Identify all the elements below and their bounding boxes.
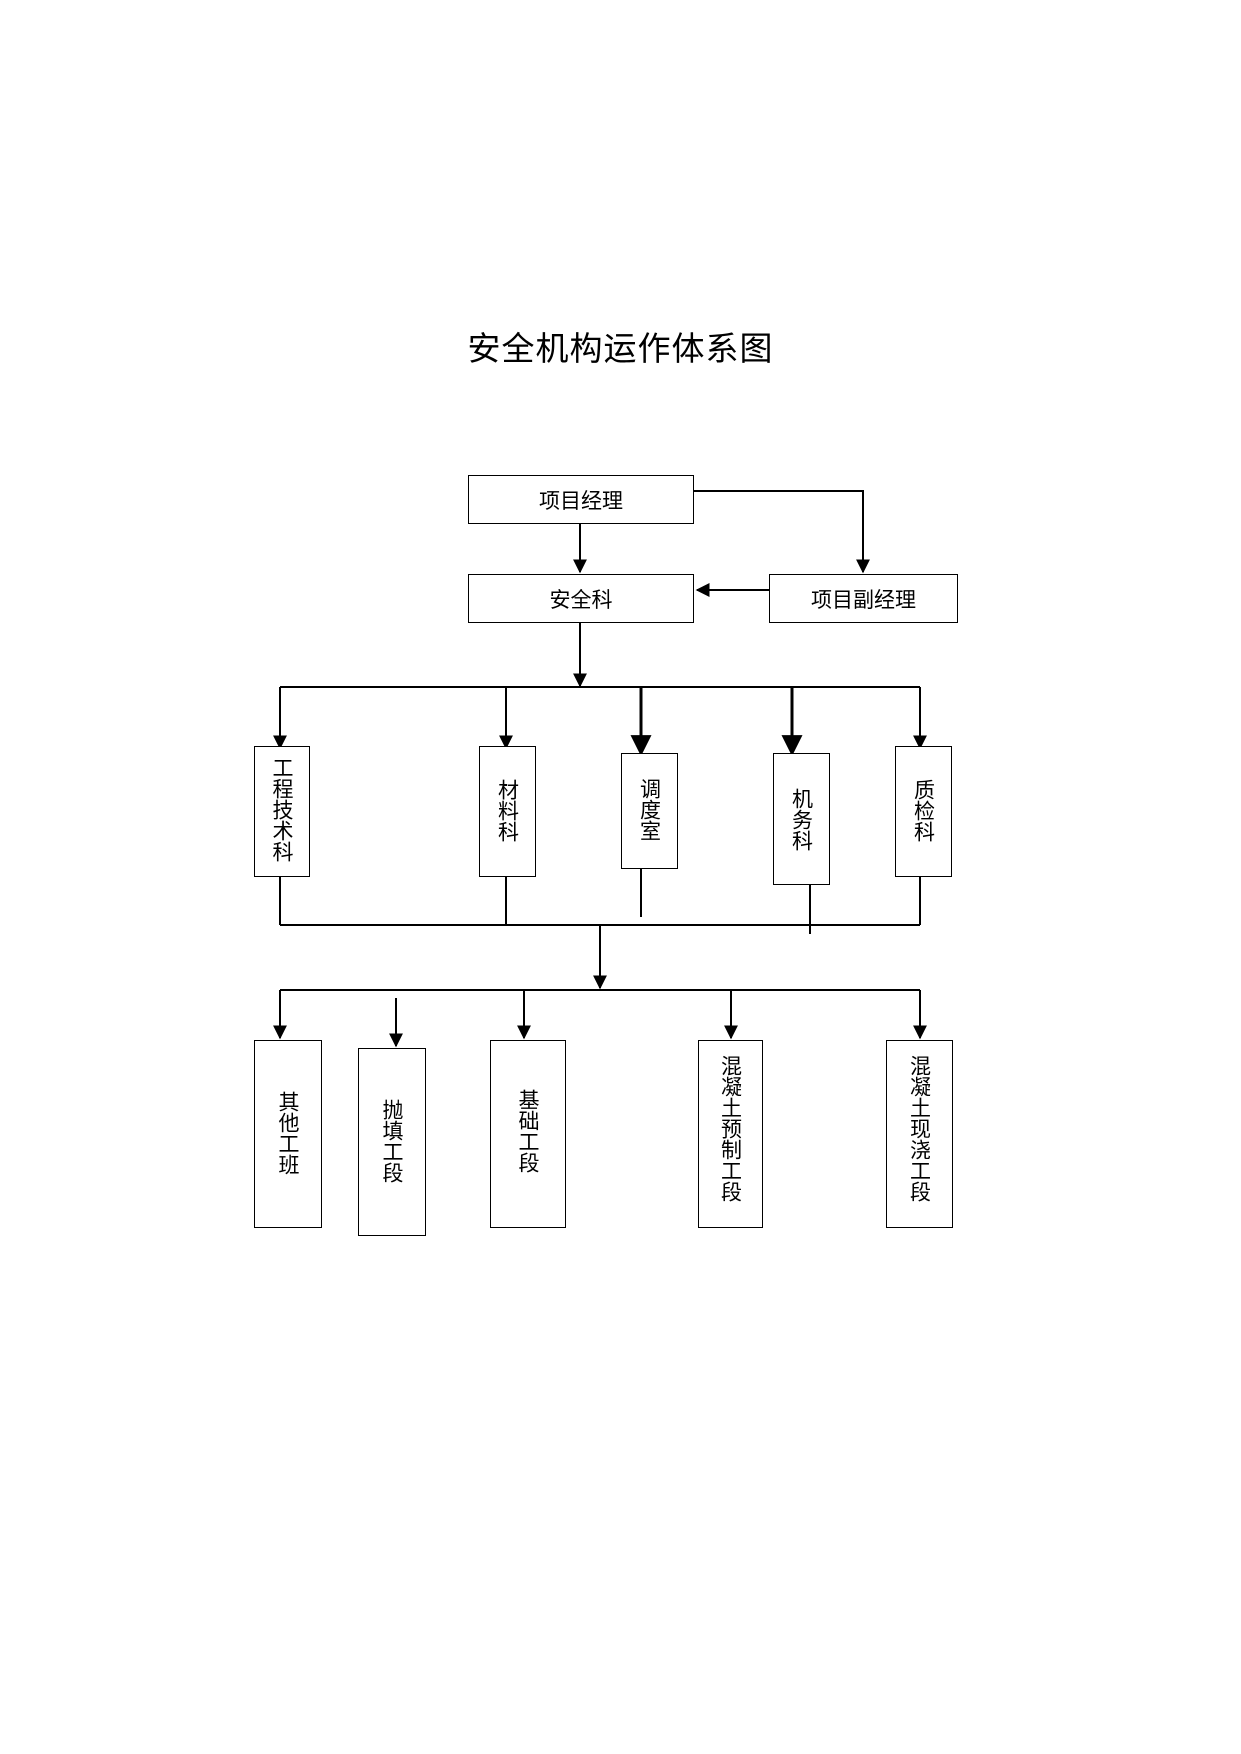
dept-box-3: 调度室 (621, 753, 678, 869)
team-label-2: 抛填工段 (380, 1099, 404, 1183)
dept-box-1: 工程技术科 (254, 746, 310, 877)
team-box-3: 基础工段 (490, 1040, 566, 1228)
dept-label-5: 质检科 (911, 779, 936, 842)
team-label-4: 混凝土预制工段 (718, 1055, 743, 1202)
team-box-4: 混凝土预制工段 (698, 1040, 763, 1228)
dept-box-2: 材料科 (479, 746, 536, 877)
dept-label-3: 调度室 (637, 778, 662, 841)
team-box-1: 其他工班 (254, 1040, 322, 1228)
team-label-3: 基础工段 (516, 1089, 540, 1173)
dept-label-4: 机务科 (789, 788, 814, 851)
dept-box-5: 质检科 (895, 746, 952, 877)
manager-box: 项目经理 (468, 475, 694, 524)
team-box-5: 混凝土现浇工段 (886, 1040, 953, 1228)
team-label-1: 其他工班 (276, 1091, 300, 1175)
team-label-5: 混凝土现浇工段 (907, 1055, 932, 1202)
team-box-2: 抛填工段 (358, 1048, 426, 1236)
manager-label: 项目经理 (539, 488, 623, 513)
safety-label: 安全科 (549, 587, 613, 612)
dept-box-4: 机务科 (773, 753, 830, 885)
page-title: 安全机构运作体系图 (467, 329, 774, 368)
safety-box: 安全科 (468, 574, 694, 623)
arrow-manager-to-deputy (693, 490, 870, 574)
deputy-box: 项目副经理 (769, 574, 958, 623)
deputy-label: 项目副经理 (811, 587, 916, 612)
dept-label-2: 材料科 (495, 779, 520, 842)
dept-label-1: 工程技术科 (270, 757, 294, 862)
